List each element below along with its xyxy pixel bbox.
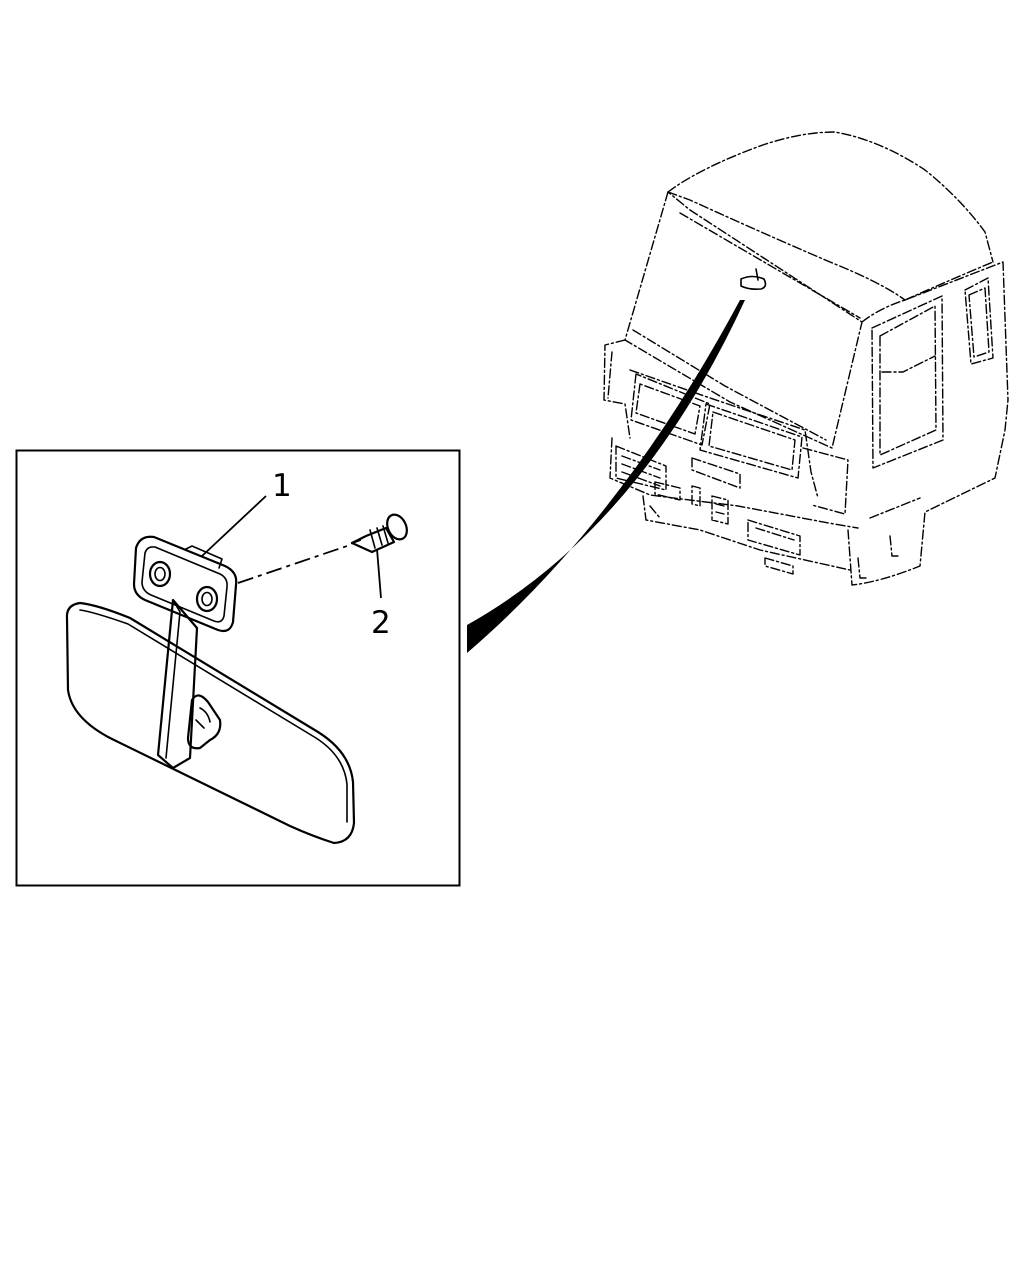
connector-band	[467, 300, 745, 653]
truck-cab-outline	[603, 131, 1009, 586]
callout-label-1: 1	[272, 468, 292, 504]
detail-inset-frame	[15, 449, 461, 887]
mounting-screw	[350, 513, 408, 554]
callout-label-2: 2	[371, 605, 391, 641]
leader-line-1	[201, 495, 267, 557]
installation-axis-line	[237, 544, 351, 584]
inside-mirror-assembly	[65, 535, 356, 845]
leader-line-2	[376, 548, 382, 599]
